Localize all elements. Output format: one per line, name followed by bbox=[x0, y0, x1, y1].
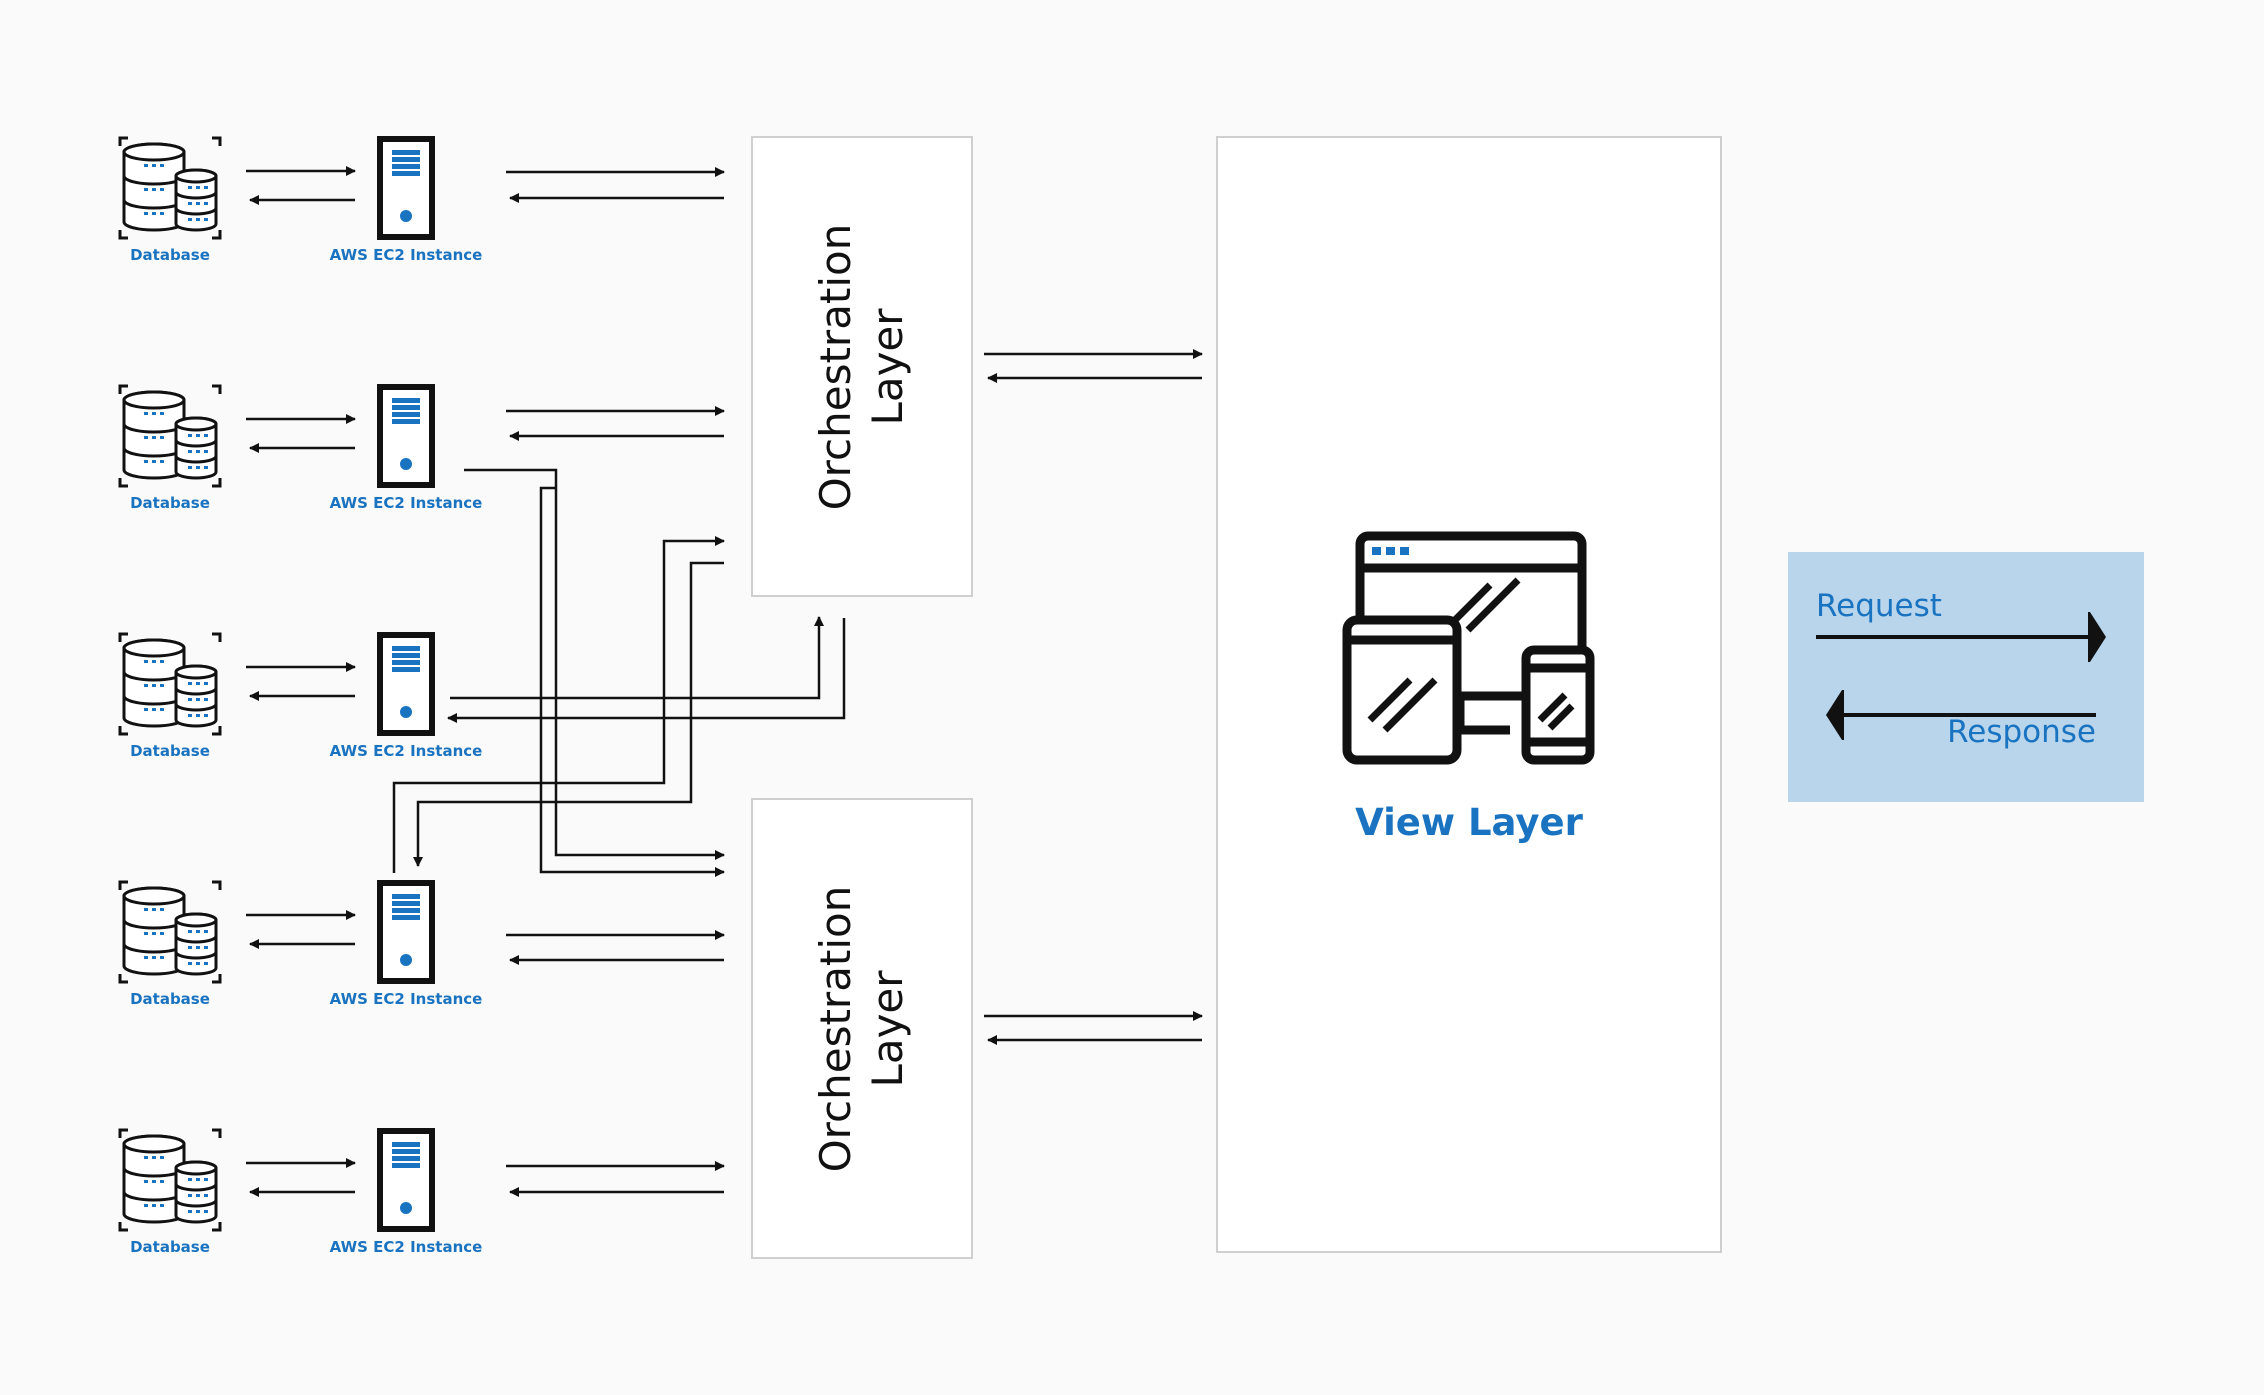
server-icon bbox=[377, 384, 435, 488]
database-icon bbox=[118, 136, 222, 240]
database-label: Database bbox=[130, 1238, 210, 1256]
server-icon bbox=[377, 136, 435, 240]
database-icon bbox=[118, 1128, 222, 1232]
legend-response-label: Response bbox=[1947, 714, 2096, 750]
database-icon bbox=[118, 880, 222, 984]
server-icon bbox=[377, 632, 435, 736]
ec2-instance-label: AWS EC2 Instance bbox=[329, 990, 483, 1008]
request-arrowhead bbox=[2088, 612, 2106, 662]
database-label: Database bbox=[130, 990, 210, 1008]
cross-connector bbox=[450, 616, 824, 700]
legend-arrows bbox=[1816, 612, 2106, 740]
ec2-instance-label: AWS EC2 Instance bbox=[329, 246, 483, 264]
view-layer-label: View Layer bbox=[1355, 801, 1583, 844]
legend: Request Response bbox=[1788, 552, 2144, 802]
orchestration-layer-bottom: Orchestration Layer bbox=[751, 798, 973, 1259]
database-label: Database bbox=[130, 494, 210, 512]
server-icon bbox=[377, 1128, 435, 1232]
database-label: Database bbox=[130, 246, 210, 264]
cross-connector bbox=[413, 561, 724, 867]
legend-request-label: Request bbox=[1816, 588, 1942, 624]
ec2-instance-label: AWS EC2 Instance bbox=[329, 1238, 483, 1256]
cross-connector bbox=[447, 618, 846, 723]
orchestration-layer-label: Orchestration Layer bbox=[811, 885, 912, 1172]
orchestration-layer-top: Orchestration Layer bbox=[751, 136, 973, 597]
cross-connector bbox=[539, 486, 725, 877]
ec2-instance-label: AWS EC2 Instance bbox=[329, 742, 483, 760]
server-icon bbox=[377, 880, 435, 984]
database-label: Database bbox=[130, 742, 210, 760]
orchestration-layer-label: Orchestration Layer bbox=[811, 223, 912, 510]
database-icon bbox=[118, 384, 222, 488]
response-arrowhead bbox=[1826, 690, 1844, 740]
ec2-instance-label: AWS EC2 Instance bbox=[329, 494, 483, 512]
cross-connector bbox=[392, 536, 725, 873]
devices-icon bbox=[1342, 531, 1595, 765]
cross-connector bbox=[464, 468, 725, 860]
database-icon bbox=[118, 632, 222, 736]
